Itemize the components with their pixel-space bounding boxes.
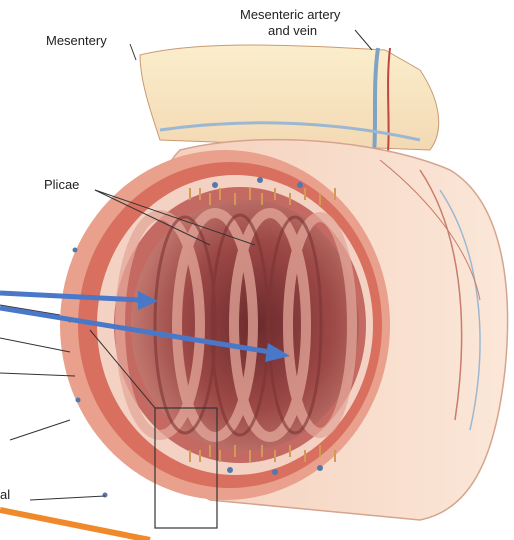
mesenteric-artery-label: Mesenteric artery xyxy=(240,8,340,22)
mesentery-label: Mesentery xyxy=(46,34,107,48)
plicae-label: Plicae xyxy=(44,178,79,192)
mesenteric-vein-label: and vein xyxy=(268,24,317,38)
cut-off-label: al xyxy=(0,488,10,502)
orange-arrow xyxy=(0,510,150,540)
